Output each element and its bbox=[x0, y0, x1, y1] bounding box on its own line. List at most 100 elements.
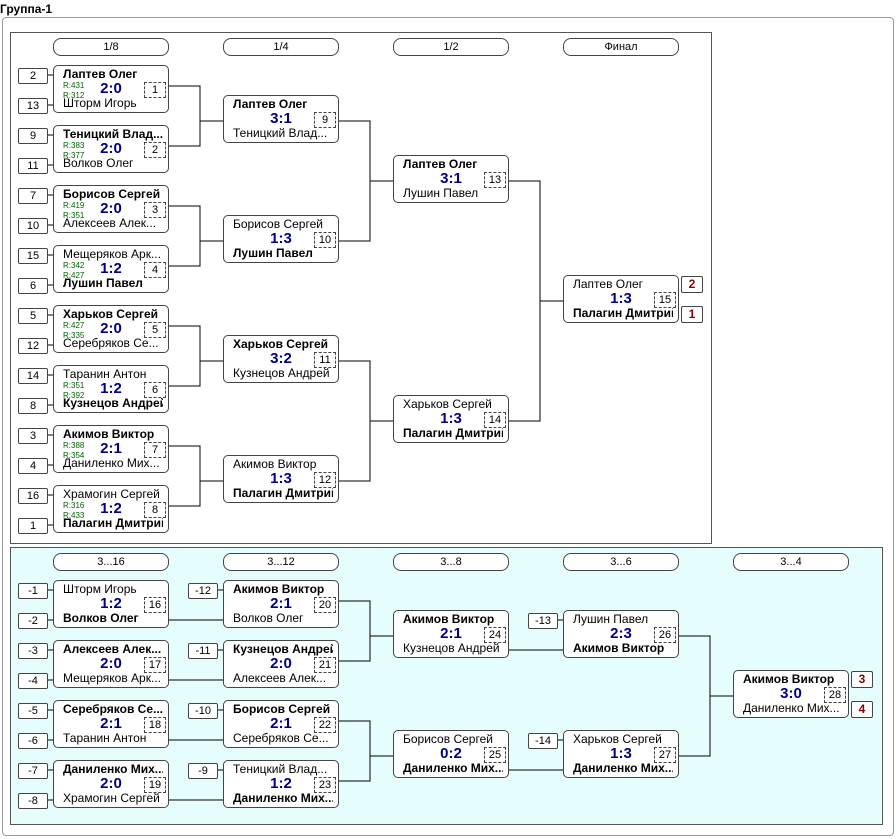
group-frame bbox=[2, 17, 894, 836]
seed-number: 15 bbox=[18, 248, 48, 264]
match-score: 2:1 bbox=[100, 715, 122, 732]
match-score: 1:2 bbox=[100, 595, 122, 612]
player-2-rating: R:335 bbox=[63, 331, 85, 340]
seed-number: -11 bbox=[188, 643, 218, 659]
match-score: 1:3 bbox=[440, 410, 462, 427]
player-1-rating: R:342 bbox=[63, 261, 85, 270]
player-1-name: Кузнецов Андрей bbox=[233, 642, 333, 656]
match-number: 14 bbox=[484, 412, 506, 428]
player-1-name: Серебряков Се... bbox=[63, 702, 163, 716]
player-2-rating: R:427 bbox=[63, 271, 85, 280]
seed-number: 10 bbox=[18, 218, 48, 234]
match-score: 3:1 bbox=[270, 110, 292, 127]
seed-number: -9 bbox=[188, 763, 218, 779]
seed-number: -8 bbox=[18, 793, 48, 809]
match-number: 28 bbox=[824, 687, 846, 703]
match-score: 1:3 bbox=[610, 290, 632, 307]
match-number: 15 bbox=[654, 292, 676, 308]
match-score: 2:1 bbox=[270, 595, 292, 612]
player-2-name: Лушин Павел bbox=[403, 186, 479, 200]
match-score: 1:2 bbox=[270, 775, 292, 792]
player-1-name: Теницкий Влад... bbox=[233, 762, 328, 776]
seed-number: -7 bbox=[18, 763, 48, 779]
player-1-name: Акимов Виктор bbox=[233, 582, 325, 596]
player-2-name: Алексеев Алек... bbox=[63, 216, 157, 230]
seed-number: 6 bbox=[18, 278, 48, 294]
player-1-rating: R:383 bbox=[63, 141, 85, 150]
player-1-rating: R:316 bbox=[63, 501, 85, 510]
round-header: 3...4 bbox=[733, 553, 849, 571]
seed-number: -12 bbox=[188, 583, 218, 599]
player-1-name: Лаптев Олег bbox=[233, 97, 308, 111]
player-2-name: Шторм Игорь bbox=[63, 96, 137, 110]
final-place-badge: 3 bbox=[851, 671, 873, 688]
match-score: 1:2 bbox=[100, 260, 122, 277]
player-1-name: Харьков Сергей bbox=[403, 397, 492, 411]
player-2-name: Даниленко Мих... bbox=[233, 791, 333, 805]
player-1-name: Харьков Сергей bbox=[63, 307, 158, 321]
match-score: 2:0 bbox=[100, 655, 122, 672]
round-header: 1/8 bbox=[53, 38, 169, 56]
player-1-name: Таранин Антон bbox=[63, 367, 147, 381]
match-score: 2:1 bbox=[270, 715, 292, 732]
match-number: 18 bbox=[144, 717, 166, 733]
player-2-rating: R:433 bbox=[63, 511, 85, 520]
player-1-name: Лаптев Олег bbox=[403, 157, 478, 171]
match-score: 2:0 bbox=[100, 80, 122, 97]
player-2-name: Теницкий Влад... bbox=[233, 126, 328, 140]
seed-number: 4 bbox=[18, 458, 48, 474]
player-1-name: Акимов Виктор bbox=[63, 427, 155, 441]
round-header: 3...16 bbox=[53, 553, 169, 571]
player-2-name: Волков Олег bbox=[233, 611, 304, 625]
player-2-name: Палагин Дмитрий bbox=[403, 426, 503, 440]
player-1-name: Шторм Игорь bbox=[63, 582, 137, 596]
match-number: 5 bbox=[144, 322, 166, 338]
player-2-name: Кузнецов Андрей bbox=[63, 396, 163, 410]
seed-number: 14 bbox=[18, 368, 48, 384]
final-place-badge: 1 bbox=[681, 306, 703, 323]
match-number: 16 bbox=[144, 597, 166, 613]
round-header: Финал bbox=[563, 38, 679, 56]
final-place-badge: 2 bbox=[681, 276, 703, 293]
match-score: 2:0 bbox=[100, 775, 122, 792]
seed-number: -3 bbox=[18, 643, 48, 659]
match-score: 3:1 bbox=[440, 170, 462, 187]
seed-number: 16 bbox=[18, 488, 48, 504]
seed-number: -6 bbox=[18, 733, 48, 749]
seed-number: 5 bbox=[18, 308, 48, 324]
match-score: 1:3 bbox=[270, 470, 292, 487]
player-2-name: Серебряков Се... bbox=[63, 336, 159, 350]
seed-number: -14 bbox=[528, 733, 558, 749]
seed-number: -5 bbox=[18, 703, 48, 719]
player-1-name: Акимов Виктор bbox=[403, 612, 495, 626]
